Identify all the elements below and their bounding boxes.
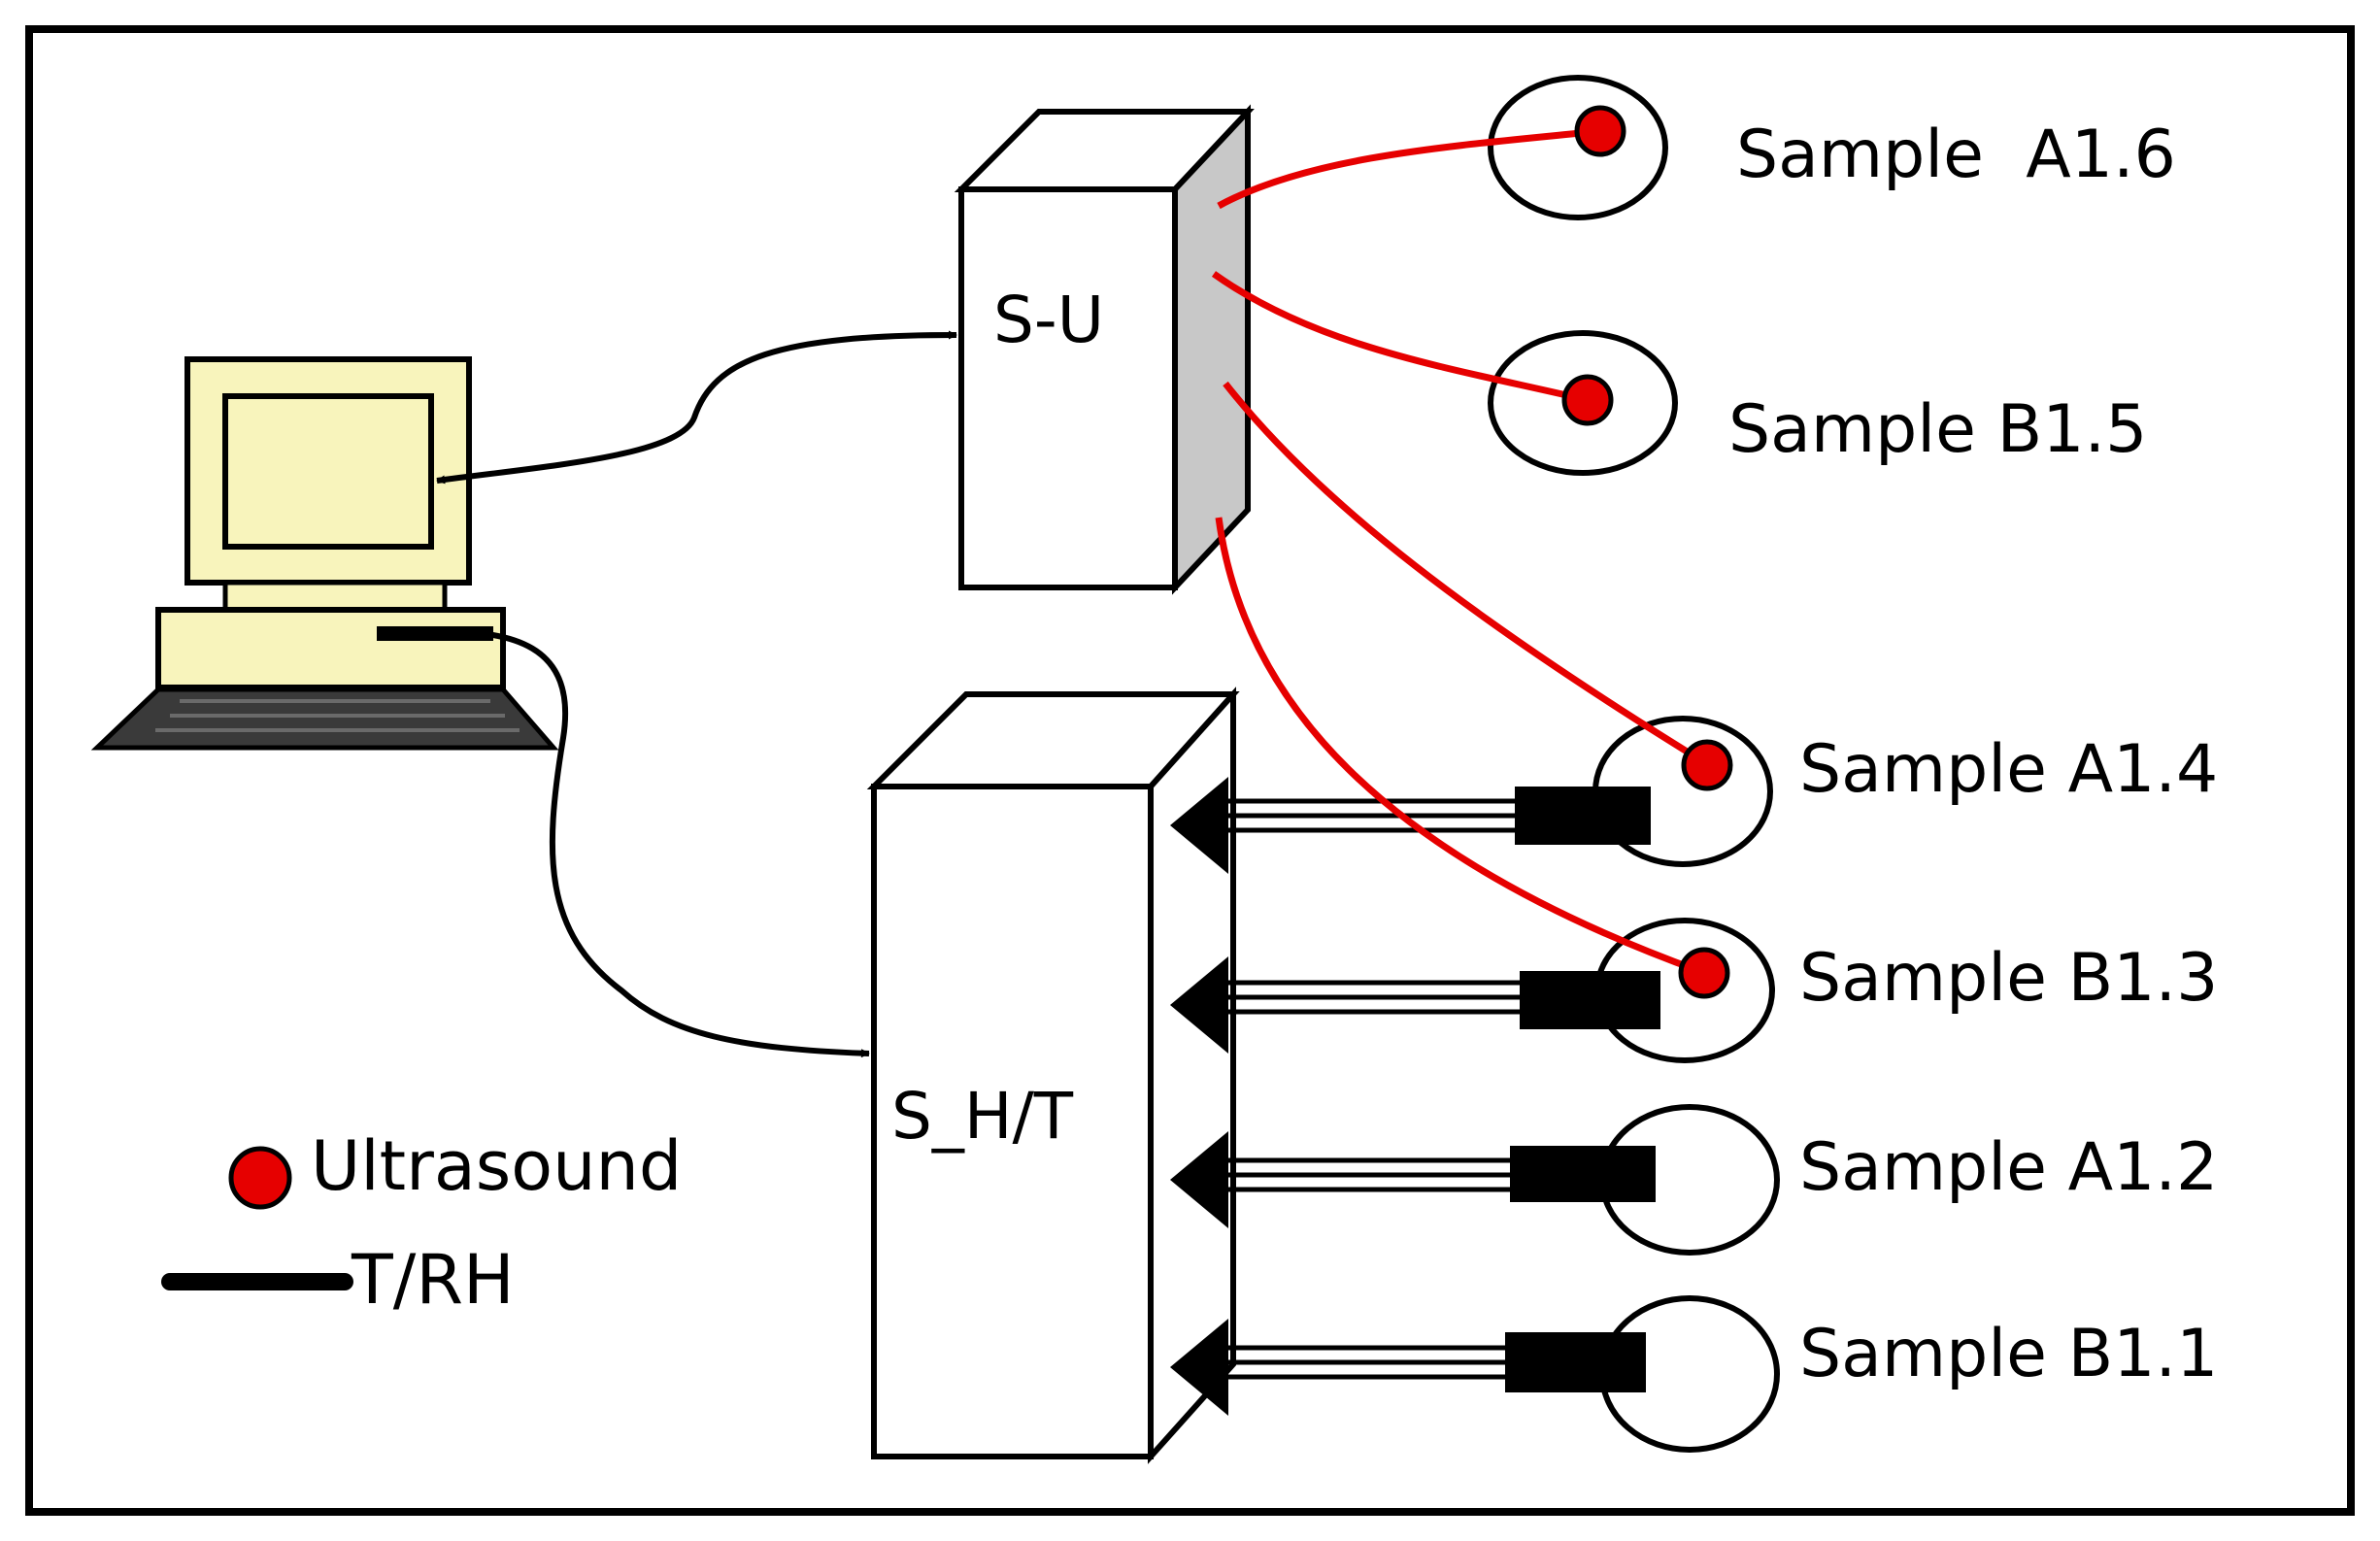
trh-sensor-head xyxy=(1505,1332,1646,1392)
sample-label: Sample B1.5 xyxy=(1728,391,2147,468)
su-unit-side xyxy=(1172,104,1251,595)
ultrasound-cables xyxy=(1211,105,1733,999)
legend: Ultrasound T/RH xyxy=(161,1126,682,1320)
ultrasound-sensor-icon xyxy=(1681,739,1733,791)
ultrasound-sensor-icon xyxy=(1678,947,1730,999)
trh-connector-arrow xyxy=(1170,1319,1228,1416)
su-unit-label: S-U xyxy=(993,283,1104,357)
sample-label: Sample A1.4 xyxy=(1799,731,2218,808)
cable-computer-sht xyxy=(417,627,870,1058)
sample-labels: Sample A1.6 Sample B1.5 Sample A1.4 Samp… xyxy=(1728,117,2218,1392)
sample-circle xyxy=(1488,75,1668,220)
trh-cable xyxy=(1170,777,1651,874)
ultrasound-cable xyxy=(1215,517,1701,975)
legend-trh-label: T/RH xyxy=(351,1240,515,1320)
computer-base xyxy=(155,607,506,690)
trh-cable xyxy=(1170,1319,1646,1416)
trh-sensor-head xyxy=(1510,1146,1656,1202)
trh-connector-arrow xyxy=(1170,777,1228,874)
su-unit-front xyxy=(958,186,1178,590)
sample-label: Sample B1.1 xyxy=(1799,1316,2218,1392)
trh-connector-arrow xyxy=(1170,1131,1228,1228)
trh-cables xyxy=(1170,777,1660,1416)
trh-sensor-head xyxy=(1520,971,1660,1029)
sample-label: Sample A1.2 xyxy=(1799,1129,2218,1206)
ultrasound-sensor-icon xyxy=(1574,105,1626,157)
keyboard xyxy=(90,687,559,751)
cable-computer-su xyxy=(436,330,957,485)
ultrasound-sensor-icon xyxy=(1561,374,1614,426)
sht-unit-label: S_H/T xyxy=(891,1079,1074,1154)
legend-ultrasound-label: Ultrasound xyxy=(311,1126,682,1206)
sample-circle xyxy=(1488,330,1678,476)
sample-label: Sample B1.3 xyxy=(1799,940,2218,1017)
desktop-computer-icon xyxy=(90,356,559,751)
monitor-screen xyxy=(222,393,434,550)
legend-ultrasound-icon xyxy=(228,1146,292,1210)
su-unit: S-U xyxy=(954,104,1255,595)
sample-label: Sample A1.6 xyxy=(1736,117,2176,193)
trh-cable xyxy=(1170,956,1660,1054)
trh-cable xyxy=(1170,1131,1656,1228)
ultrasound-cable xyxy=(1211,271,1589,404)
sht-unit: S_H/T xyxy=(866,687,1240,1464)
trh-connector-arrow xyxy=(1170,956,1228,1054)
trh-sensor-head xyxy=(1515,787,1651,845)
ultrasound-cable xyxy=(1217,127,1601,210)
ultrasound-cable xyxy=(1223,381,1706,765)
